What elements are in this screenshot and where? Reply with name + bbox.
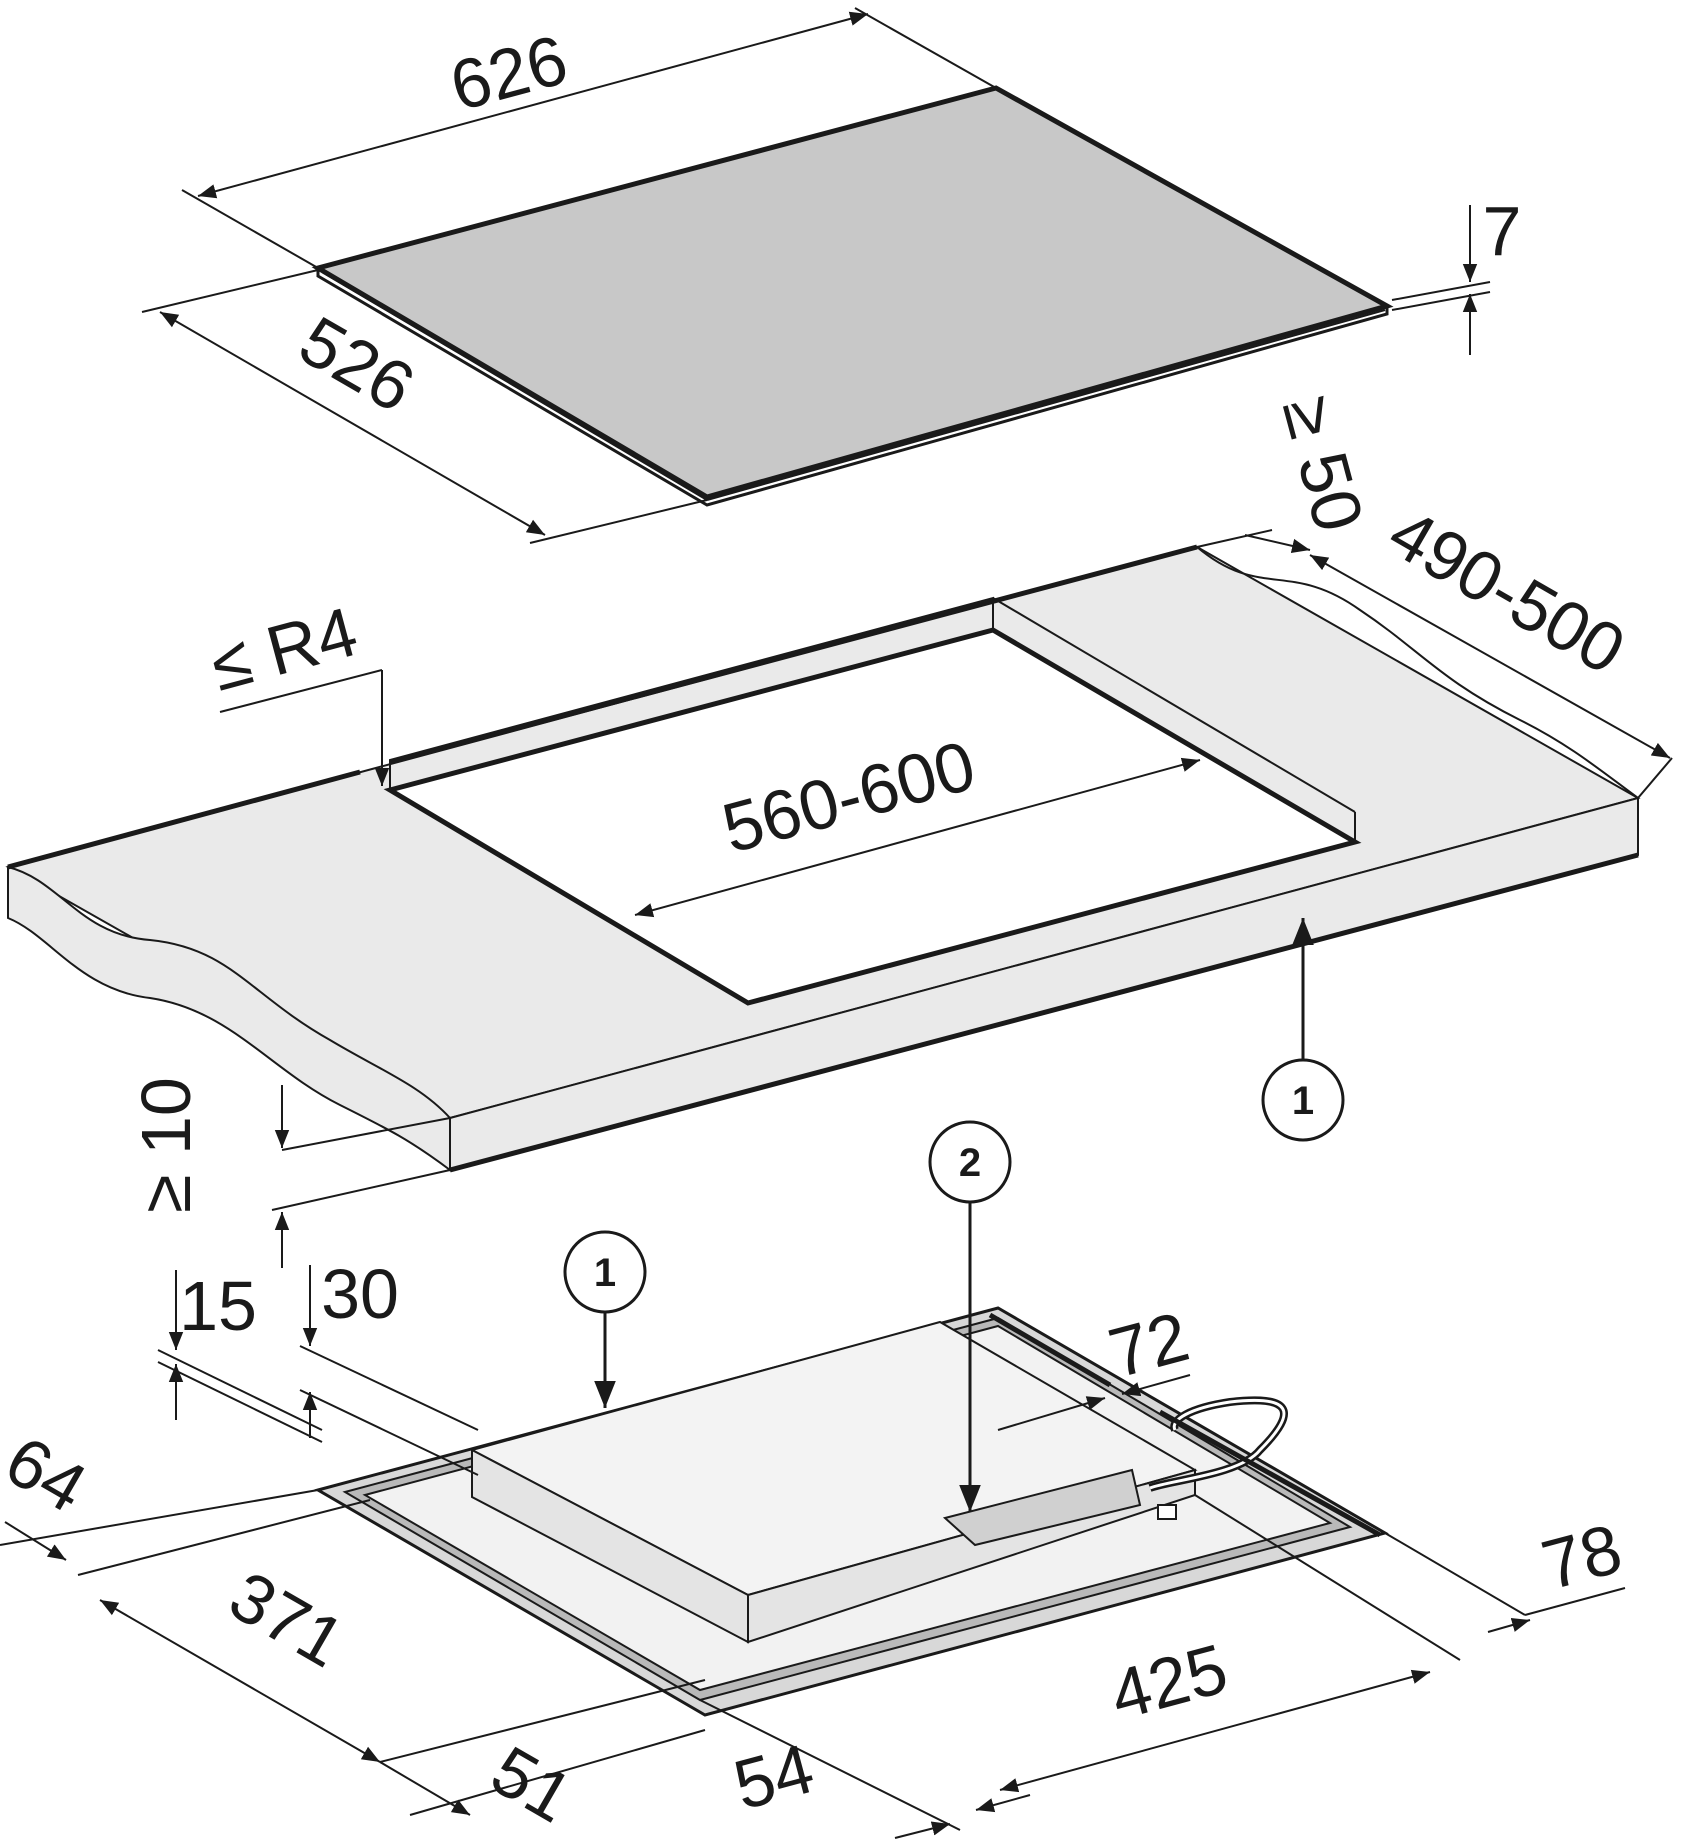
dim-30: 30 <box>299 1255 479 1476</box>
glass-edge-front <box>316 268 1389 507</box>
dim-7-label: 7 <box>1483 192 1522 270</box>
dim-r4-label: ≤ R4 <box>203 592 366 705</box>
callout-1-hob: 1 <box>563 1230 647 1408</box>
dim-15: 15 <box>157 1267 323 1443</box>
callout-2: 2 <box>928 1120 1012 1512</box>
dim-50-label: ≥ 50 <box>1268 388 1378 539</box>
dim-51: 51 <box>379 1729 706 1837</box>
dim-54-label: 54 <box>726 1729 821 1824</box>
dim-7: 7 <box>1391 192 1522 355</box>
callout-1-worktop: 1 <box>1261 918 1345 1142</box>
callout-1-hob-label: 1 <box>594 1251 616 1295</box>
dim-626-label: 626 <box>442 20 575 126</box>
ceramic-glass-top <box>311 85 1394 507</box>
dim-30-label: 30 <box>321 1255 399 1333</box>
cable-slot <box>942 1468 1142 1547</box>
dim-51-label: 51 <box>479 1731 585 1837</box>
dim-490-500-label: 490-500 <box>1376 493 1637 689</box>
callout-2-label: 2 <box>959 1141 981 1185</box>
hob-unit <box>314 1306 1389 1717</box>
glass-surface <box>311 85 1394 500</box>
dim-78: 78 <box>1384 1509 1629 1633</box>
dim-64: 64 <box>0 1421 371 1576</box>
dim-r4: ≤ R4 <box>203 592 390 786</box>
dim-50: ≥ 50 <box>1196 388 1378 553</box>
dim-15-label: 15 <box>179 1267 257 1345</box>
dim-54: 54 <box>699 1699 1031 1839</box>
dim-64-label: 64 <box>0 1421 99 1527</box>
dim-425-label: 425 <box>1102 1629 1235 1735</box>
callout-1-worktop-label: 1 <box>1292 1079 1314 1123</box>
dim-10-label: ≥ 10 <box>127 1077 205 1213</box>
dim-371-label: 371 <box>217 1556 357 1682</box>
dim-10: ≥ 10 <box>127 1077 451 1268</box>
